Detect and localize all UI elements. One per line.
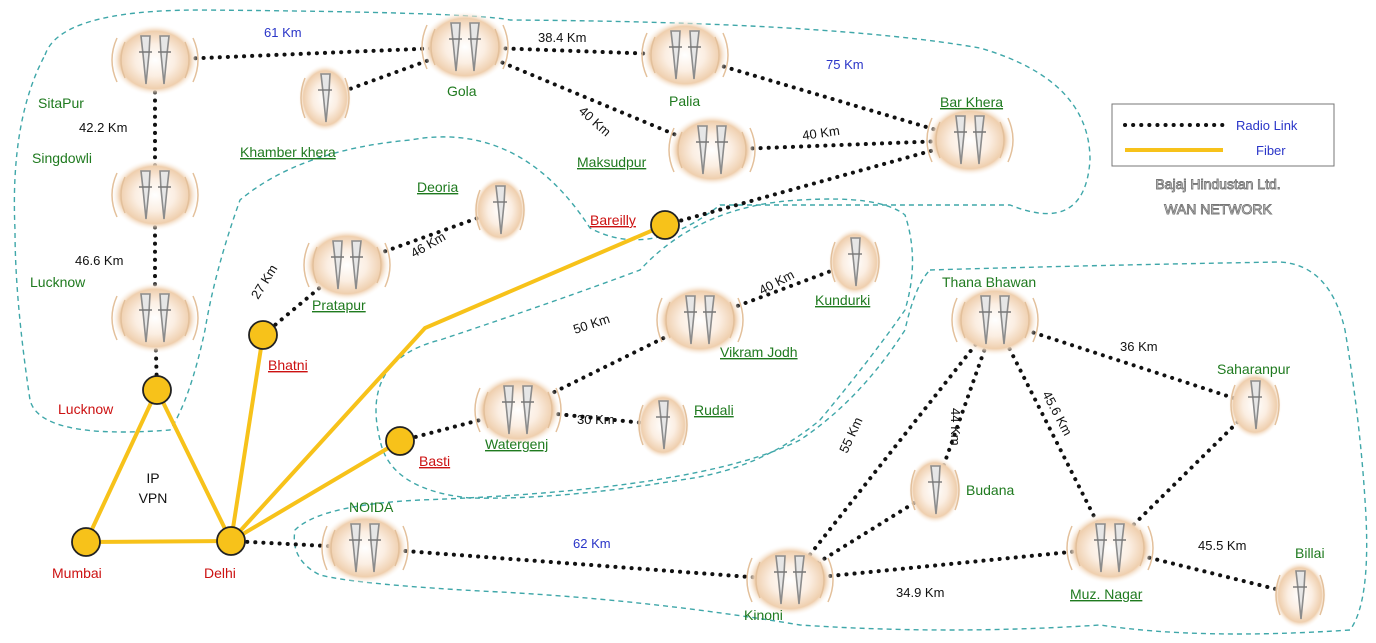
site-label-vikram-jodh: Vikram Jodh xyxy=(720,344,798,360)
antenna-icon-deoria xyxy=(472,175,528,245)
hub-label-lucknow: Lucknow xyxy=(58,401,114,417)
radio-link-thana-saharanpur xyxy=(993,318,1257,407)
antenna-icon-khamber xyxy=(297,63,353,133)
site-label-maksudpur: Maksudpur xyxy=(577,154,647,170)
distance-maksudpur-barkhera: 40 Km xyxy=(801,123,840,143)
fiber-link-hMumbai-hDelhi xyxy=(84,539,233,544)
antenna-icon-maksudpur xyxy=(667,113,757,187)
antenna-icon-lucknowR xyxy=(110,281,200,355)
distance-singdowli-lucknow: 46.6 Km xyxy=(75,253,123,268)
hub-node-delhi xyxy=(216,526,246,556)
region-outline-west xyxy=(293,261,1368,635)
distance-muz-billai: 45.5 Km xyxy=(1198,538,1246,553)
site-label-kundurki: Kundurki xyxy=(815,292,870,308)
hub-label-mumbai: Mumbai xyxy=(52,565,102,581)
distance-watergenj-vikram: 50 Km xyxy=(571,311,611,337)
fiber-link-hDelhi-hBhatni xyxy=(229,333,265,543)
hub-label-bhatni: Bhatni xyxy=(268,357,308,373)
region-outline-east xyxy=(375,198,914,499)
antenna-icon-singdowli xyxy=(110,158,200,232)
hub-node-lucknow xyxy=(142,375,172,405)
antenna-icon-thana xyxy=(950,283,1040,357)
radio-link-kinoni-muz xyxy=(788,546,1112,582)
radio-link-palia-barkhera xyxy=(683,53,972,142)
hub-label-delhi: Delhi xyxy=(204,565,236,581)
site-label-kinoni: Kinoni xyxy=(744,607,783,623)
distance-gola-palia: 38.4 Km xyxy=(538,30,586,45)
antenna-icon-budana xyxy=(907,455,963,525)
site-label-singdowli: Singdowli xyxy=(32,150,92,166)
site-label-lucknow-radio: Lucknow xyxy=(30,274,86,290)
radio-link-pratapur-deoria xyxy=(345,208,502,267)
radio-link-sitapur-gola xyxy=(153,45,467,62)
antenna-icon-gola xyxy=(420,10,510,84)
company-name: Bajaj Hindustan Ltd. xyxy=(1155,176,1280,192)
vpn-label-line1: IP xyxy=(146,470,159,486)
antenna-icon-saharanpur xyxy=(1227,370,1283,440)
legend: Radio Link Fiber xyxy=(1111,103,1335,167)
distance-kinoni-thana: 55 Km xyxy=(836,415,865,455)
site-label-bar-khera: Bar Khera xyxy=(940,94,1003,110)
vpn-label-line2: VPN xyxy=(139,490,168,506)
antenna-icon-kinoni xyxy=(745,543,835,617)
distance-bhatni-pratapur: 27 Km xyxy=(248,262,281,302)
site-label-deoria: Deoria xyxy=(417,179,458,195)
distance-palia-barkhera: 75 Km xyxy=(826,57,864,72)
network-title: WAN NETWORK xyxy=(1164,201,1272,217)
antenna-icon-kundurki xyxy=(827,227,883,297)
fiber-link-hLucknow-hDelhi xyxy=(155,388,233,543)
site-label-watergenj: Watergenj xyxy=(485,436,548,452)
distance-thana-budana: 44 Km xyxy=(948,408,963,446)
radio-link-maksudpur-barkhera xyxy=(710,138,972,152)
hub-node-bhatni xyxy=(248,320,278,350)
antenna-icon-pratapur xyxy=(302,228,392,302)
site-label-gola: Gola xyxy=(447,83,477,99)
legend-box xyxy=(1111,103,1335,167)
distance-thana-saharanpur: 36 Km xyxy=(1120,339,1158,354)
antenna-icon-rudali xyxy=(635,390,691,460)
distance-sitapur-singdowli: 42.2 Km xyxy=(79,120,127,135)
distance-noida-kinoni: 62 Km xyxy=(573,536,611,551)
fiber-link-hLucknow-hMumbai xyxy=(84,388,159,544)
antenna-icon-palia xyxy=(640,18,730,92)
site-label-noida: NOIDA xyxy=(349,499,394,515)
hub-node-mumbai xyxy=(71,527,101,557)
site-label-palia: Palia xyxy=(669,93,700,109)
antenna-icon-sitapur xyxy=(110,23,200,97)
fiber-link-delhi-bareilly xyxy=(229,223,667,543)
site-label-sitapur: SitaPur xyxy=(38,95,84,111)
site-label-saharanpur: Saharanpur xyxy=(1217,361,1291,377)
radio-link-thana-budana xyxy=(933,318,997,492)
distance-kinoni-muz: 34.9 Km xyxy=(896,585,944,600)
fiber-link-hDelhi-hBasti xyxy=(229,439,402,543)
distance-thana-muz: 45.6 Km xyxy=(1039,388,1075,438)
radio-link-noida-kinoni xyxy=(363,546,792,582)
hub-node-bareilly xyxy=(650,210,680,240)
legend-radio-label: Radio Link xyxy=(1236,118,1298,133)
site-label-budana: Budana xyxy=(966,482,1014,498)
antenna-icon-barkhera xyxy=(925,103,1015,177)
antenna-icon-muz xyxy=(1065,511,1155,585)
antenna-icon-billai xyxy=(1272,560,1328,630)
site-label-muz-nagar: Muz. Nagar xyxy=(1070,586,1143,602)
site-label-billai: Billai xyxy=(1295,545,1325,561)
hub-label-bareilly: Bareilly xyxy=(590,212,636,228)
distance-watergenj-rudali: 30 Km xyxy=(577,412,615,427)
radio-link-thana-muz xyxy=(993,318,1112,550)
site-label-khamber-khera: Khamber khera xyxy=(240,144,336,160)
hub-label-basti: Basti xyxy=(419,453,450,469)
region-outline-north xyxy=(13,9,1091,433)
site-label-rudali: Rudali xyxy=(694,402,734,418)
legend-fiber-label: Fiber xyxy=(1256,143,1286,158)
antenna-icon-noida xyxy=(320,511,410,585)
hub-node-basti xyxy=(385,426,415,456)
distance-pratapur-deoria: 46 Km xyxy=(408,229,448,261)
distance-sitapur-gola: 61 Km xyxy=(264,25,302,40)
site-label-thana-bhawan: Thana Bhawan xyxy=(942,274,1036,290)
distance-gola-maksudpur: 40 Km xyxy=(576,103,614,139)
site-label-pratapur: Pratapur xyxy=(312,297,366,313)
radio-link-kinoni-thana xyxy=(788,318,997,582)
